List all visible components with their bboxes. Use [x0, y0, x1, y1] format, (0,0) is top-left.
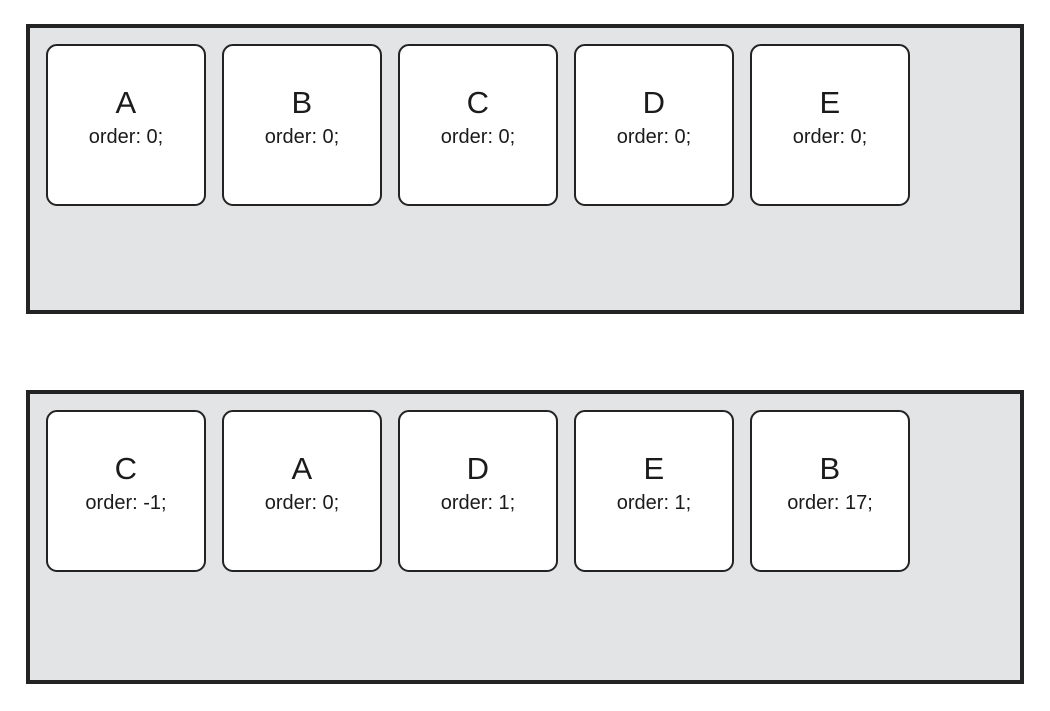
card-letter: A [291, 450, 313, 486]
card-order-declaration: order: 0; [264, 126, 340, 149]
card-letter: E [819, 84, 841, 120]
card-order-declaration: order: 1; [440, 492, 516, 515]
flex-item-card: E order: 1; [574, 410, 734, 572]
card-order-declaration: order: -1; [85, 492, 167, 515]
card-order-declaration: order: 0; [792, 126, 868, 149]
flex-item-card: C order: 0; [398, 44, 558, 206]
card-order-declaration: order: 1; [616, 492, 692, 515]
flex-item-card: A order: 0; [46, 44, 206, 206]
card-letter: A [115, 84, 137, 120]
card-letter: B [291, 84, 313, 120]
flex-item-card: D order: 0; [574, 44, 734, 206]
card-letter: B [819, 450, 841, 486]
flex-item-card: D order: 1; [398, 410, 558, 572]
flex-item-card: E order: 0; [750, 44, 910, 206]
card-letter: C [466, 84, 490, 120]
flex-item-card: A order: 0; [222, 410, 382, 572]
default-order-container: A order: 0; B order: 0; C order: 0; D or… [26, 24, 1024, 314]
card-letter: D [466, 450, 490, 486]
card-order-declaration: order: 17; [787, 492, 873, 515]
flex-item-card: B order: 0; [222, 44, 382, 206]
card-order-declaration: order: 0; [88, 126, 164, 149]
flex-item-card: B order: 17; [750, 410, 910, 572]
card-order-declaration: order: 0; [264, 492, 340, 515]
custom-order-container: C order: -1; A order: 0; D order: 1; E o… [26, 390, 1024, 684]
flex-item-card: C order: -1; [46, 410, 206, 572]
card-order-declaration: order: 0; [616, 126, 692, 149]
card-order-declaration: order: 0; [440, 126, 516, 149]
card-letter: E [643, 450, 665, 486]
card-letter: C [114, 450, 138, 486]
card-letter: D [642, 84, 666, 120]
